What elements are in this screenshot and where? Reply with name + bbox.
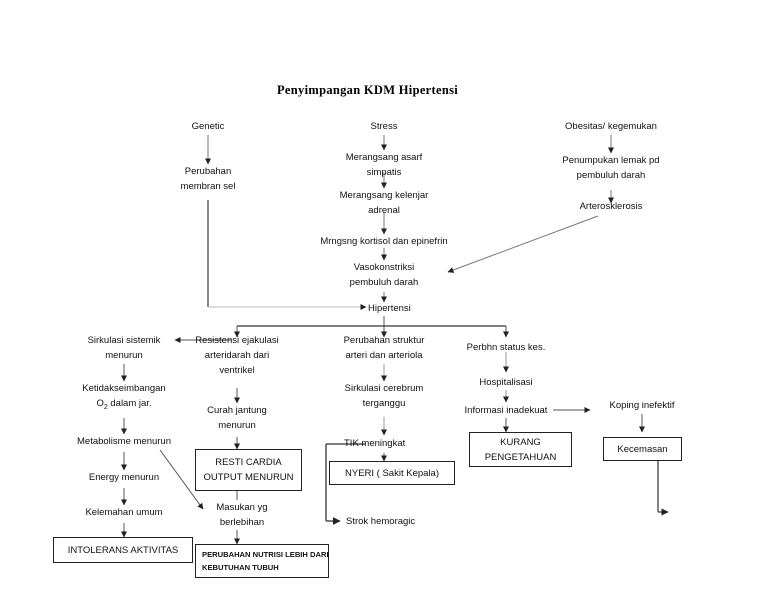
- box-kurang-pengetahuan-line2: PENGETAHUAN: [484, 451, 557, 463]
- box-resti-cardia-output-menurun: RESTI CARDIA OUTPUT MENURUN: [195, 449, 302, 491]
- box-perubahan-nutrisi-line2: KEBUTUHAN TUBUH: [202, 563, 279, 572]
- node-genetic-line1: Genetic: [191, 121, 225, 132]
- node-energy-line1: Energy menurun: [88, 472, 160, 483]
- node-vasokonstriksi-line2: pembuluh darah: [349, 277, 419, 288]
- node-resistensi-line1: Resistensi ejakulasi: [195, 335, 279, 346]
- node-ketidakseimbangan-line2: O2 dalam jar.: [59, 396, 189, 415]
- node-perubahan-struktur-arteri: Perubahan struktur arteri dan arteriola: [324, 333, 444, 363]
- box-kecemasan: Kecemasan: [603, 437, 682, 461]
- node-merangsang-kelenjar-line1: Merangsang kelenjar: [339, 190, 429, 201]
- node-vasokonstriksi-line1: Vasokonstriksi: [353, 262, 415, 273]
- box-kurang-pengetahuan-line1: KURANG: [500, 436, 541, 448]
- node-kelemahan-umum: Kelemahan umum: [59, 505, 189, 520]
- node-ketidakseimbangan-line1: Ketidakseimbangan: [82, 383, 166, 394]
- node-informasi-inadekuat: Informasi inadekuat: [446, 403, 566, 418]
- node-hospitalisasi: Hospitalisasi: [456, 375, 556, 390]
- node-kelemahan-line1: Kelemahan umum: [85, 507, 163, 518]
- node-resistensi-line2: arteridarah dari: [204, 350, 270, 361]
- box-nyeri-line1: NYERI ( Sakit Kepala): [345, 467, 439, 479]
- node-arterosklerosis: Arterosklerosis: [561, 199, 661, 214]
- node-tik-meningkat: TIK meningkat: [344, 436, 434, 451]
- node-mrngsng-kortisol-line1: Mrngsng kortisol dan epinefrin: [320, 236, 448, 247]
- box-kecemasan-line1: Kecemasan: [617, 443, 668, 455]
- box-intolerans-aktivitas: INTOLERANS AKTIVITAS: [53, 537, 193, 563]
- node-mrngsng-kortisol-epinefrin: Mrngsng kortisol dan epinefrin: [304, 234, 464, 249]
- node-perbhn-status-line1: Perbhn status kes.: [466, 342, 546, 353]
- node-perubahan-membran-line1: Perubahan: [184, 166, 232, 177]
- box-resti-cardia-line1: RESTI CARDIA: [215, 457, 282, 468]
- node-merangsang-saraf-simpatis: Merangsang asarf simpatis: [324, 150, 444, 180]
- o2-subscript: 2: [103, 403, 108, 411]
- node-perubahan-membran-line2: membran sel: [180, 181, 236, 192]
- node-genetic: Genetic: [158, 119, 258, 134]
- node-hipertensi-line1: Hipertensi: [368, 303, 411, 314]
- node-sirkulasi-cerebrum-line1: Sirkulasi cerebrum: [344, 383, 424, 394]
- node-penumpukan-lemak-line1: Penumpukan lemak pd: [562, 155, 660, 166]
- node-energy-menurun: Energy menurun: [64, 470, 184, 485]
- node-perubahan-struktur-line2: arteri dan arteriola: [345, 350, 423, 361]
- node-perubahan-membran-sel: Perubahan membran sel: [158, 164, 258, 194]
- node-metabolisme-line1: Metabolisme menurun: [77, 436, 171, 447]
- node-arterosklerosis-line1: Arterosklerosis: [579, 201, 643, 212]
- node-masukan-line1: Masukan yg: [216, 502, 268, 513]
- node-obesitas: Obesitas/ kegemukan: [546, 119, 676, 134]
- node-hipertensi: Hipertensi: [339, 301, 429, 316]
- node-merangsang-saraf-line2: simpatis: [366, 167, 402, 178]
- node-vasokonstriksi-pembuluh-darah: Vasokonstriksi pembuluh darah: [324, 260, 444, 290]
- box-nyeri-sakit-kepala: NYERI ( Sakit Kepala): [329, 461, 455, 485]
- node-stress: Stress: [334, 119, 434, 134]
- node-merangsang-kelenjar-line2: adrenal: [368, 205, 400, 216]
- node-hospitalisasi-line1: Hospitalisasi: [479, 377, 533, 388]
- node-strok-hemoragic: Strok hemoragic: [346, 514, 446, 529]
- node-informasi-line1: Informasi inadekuat: [464, 405, 548, 416]
- box-intolerans-line1: INTOLERANS AKTIVITAS: [67, 544, 179, 556]
- node-penumpukan-lemak-line2: pembuluh darah: [576, 170, 646, 181]
- box-perubahan-nutrisi: PERUBAHAN NUTRISI LEBIH DARI KEBUTUHAN T…: [195, 544, 329, 578]
- node-resistensi-ejakulasi: Resistensi ejakulasi arteridarah dari ve…: [182, 333, 292, 378]
- o2-suffix: dalam jar.: [107, 398, 152, 409]
- node-perbhn-status-kes: Perbhn status kes.: [451, 340, 561, 355]
- node-sirkulasi-cerebrum-line2: terganggu: [362, 398, 406, 409]
- node-sirkulasi-sistemik-line2: menurun: [105, 350, 143, 361]
- node-curah-jantung-line2: menurun: [218, 420, 256, 431]
- node-koping-line1: Koping inefektif: [609, 400, 675, 411]
- node-merangsang-saraf-line1: Merangsang asarf: [345, 152, 423, 163]
- box-kurang-pengetahuan: KURANG PENGETAHUAN: [469, 432, 572, 467]
- node-penumpukan-lemak: Penumpukan lemak pd pembuluh darah: [546, 153, 676, 183]
- node-resistensi-line3: ventrikel: [219, 365, 255, 376]
- o2-symbol: O: [96, 398, 104, 409]
- node-metabolisme-menurun: Metabolisme menurun: [54, 434, 194, 449]
- node-stress-line1: Stress: [370, 121, 398, 132]
- node-sirkulasi-sistemik-line1: Sirkulasi sistemik: [87, 335, 161, 346]
- box-perubahan-nutrisi-line1: PERUBAHAN NUTRISI LEBIH DARI: [202, 550, 329, 559]
- node-perubahan-struktur-line1: Perubahan struktur: [343, 335, 425, 346]
- node-tik-line1: TIK meningkat: [344, 438, 406, 449]
- page-title: Penyimpangan KDM Hipertensi: [277, 83, 459, 97]
- node-obesitas-line1: Obesitas/ kegemukan: [565, 121, 657, 132]
- node-sirkulasi-sistemik-menurun: Sirkulasi sistemik menurun: [64, 333, 184, 363]
- node-curah-jantung-line1: Curah jantung: [207, 405, 267, 416]
- node-sirkulasi-cerebrum-terganggu: Sirkulasi cerebrum terganggu: [329, 381, 439, 411]
- node-koping-inefektif: Koping inefektif: [592, 398, 692, 413]
- node-strok-line1: Strok hemoragic: [346, 516, 416, 527]
- node-masukan-line2: berlebihan: [219, 517, 265, 528]
- node-ketidakseimbangan-o2: Ketidakseimbangan O2 dalam jar.: [59, 381, 189, 415]
- box-resti-cardia-line2: OUTPUT MENURUN: [203, 472, 294, 483]
- node-masukan-yg-berlebihan: Masukan yg berlebihan: [197, 500, 287, 530]
- node-merangsang-kelenjar-adrenal: Merangsang kelenjar adrenal: [319, 188, 449, 218]
- node-curah-jantung-menurun: Curah jantung menurun: [187, 403, 287, 433]
